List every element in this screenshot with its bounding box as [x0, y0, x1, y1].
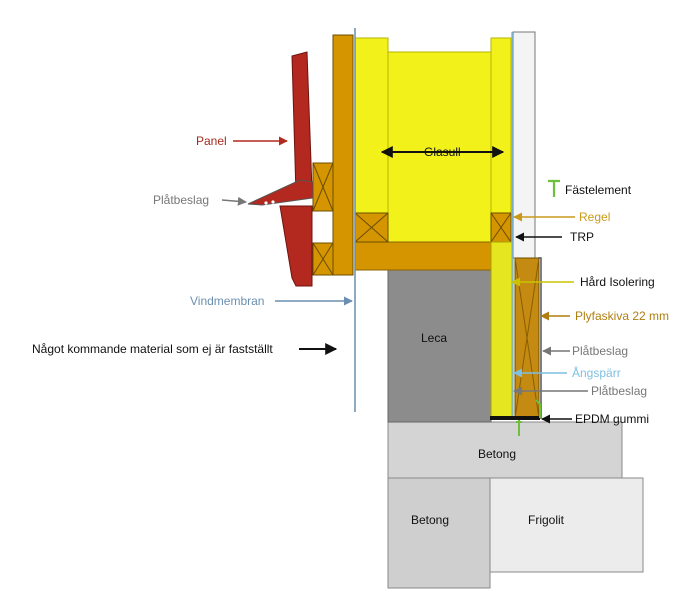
- label-epdm: EPDM gummi: [575, 412, 649, 426]
- epdm-strip: [490, 416, 540, 420]
- fastener-bottom: [516, 420, 522, 436]
- flashing-dot-2: [271, 200, 275, 204]
- label-platbeslag-left: Plåtbeslag: [153, 193, 209, 207]
- wood-block-left: [354, 212, 389, 243]
- wood-block-regel: [490, 212, 512, 243]
- label-vindmembran: Vindmembran: [190, 294, 264, 308]
- label-note: Något kommande material som ej är fastst…: [32, 342, 273, 356]
- label-angsparr: Ångspärr: [572, 365, 621, 380]
- label-regel: Regel: [579, 210, 610, 224]
- label-betong-top: Betong: [478, 447, 516, 461]
- label-betong-bottom: Betong: [411, 513, 449, 527]
- label-plyfaskiva: Plyfaskiva 22 mm: [575, 309, 669, 323]
- platbeslag-left-arrow: [221, 196, 247, 206]
- flashing-dot-1: [264, 201, 268, 205]
- outer-stud: [332, 34, 354, 276]
- betong-top-block: [387, 421, 623, 479]
- inner-board: [512, 31, 536, 259]
- fastener-icon: [548, 179, 560, 197]
- panel-lower: [279, 205, 313, 287]
- label-trp: TRP: [570, 230, 594, 244]
- betong-bottom-block: [387, 477, 491, 589]
- label-leca: Leca: [421, 331, 447, 345]
- fastener-in-drawing: [535, 399, 541, 418]
- label-fastelement: Fästelement: [565, 183, 632, 197]
- batten-lower: [312, 242, 334, 276]
- bottom-beam: [354, 241, 512, 271]
- platbeslag-left-flashing: [247, 179, 314, 206]
- frigolit-block: [489, 477, 644, 573]
- label-platbeslag-right2: Plåtbeslag: [591, 384, 647, 398]
- hard-isolering-block: [490, 241, 514, 419]
- label-panel: Panel: [196, 134, 227, 148]
- batten-upper: [312, 162, 334, 212]
- label-platbeslag-right1: Plåtbeslag: [572, 344, 628, 358]
- panel-upper: [291, 51, 313, 196]
- label-frigolit: Frigolit: [528, 513, 565, 527]
- label-hard-isolering: Hård Isolering: [580, 275, 655, 289]
- insulation-column-left: [354, 37, 389, 214]
- leca-block: [387, 269, 492, 423]
- label-glasull: Glasull: [424, 145, 461, 159]
- insulation-column-right: [490, 37, 512, 214]
